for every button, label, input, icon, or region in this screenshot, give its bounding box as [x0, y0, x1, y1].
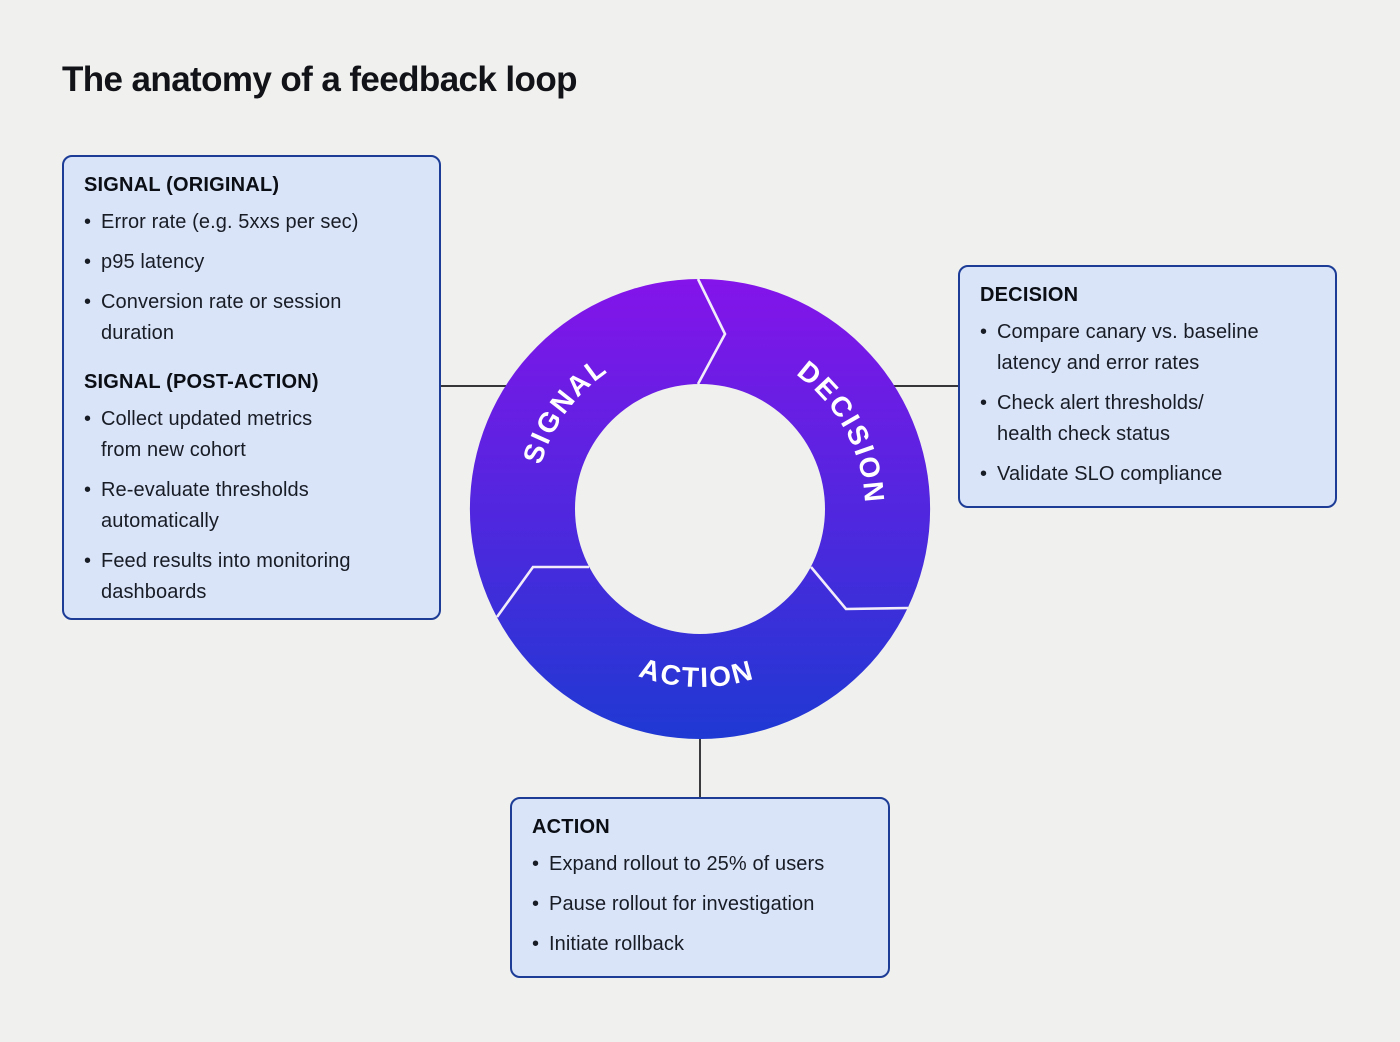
- signal-post-action-heading: SIGNAL (POST-ACTION): [84, 371, 319, 393]
- action-heading: ACTION: [532, 816, 610, 838]
- divider-chevron-decision-action: [810, 566, 909, 611]
- decision-list: Compare canary vs. baseline latency and …: [980, 317, 1317, 490]
- list-item: Expand rollout to 25% of users: [532, 849, 870, 880]
- signal-post-action-list: Collect updated metrics from new cohort …: [84, 404, 421, 608]
- list-item: Initiate rollback: [532, 929, 870, 960]
- list-item: Error rate (e.g. 5xxs per sec): [84, 207, 421, 238]
- feedback-ring: [469, 278, 931, 740]
- list-item: Re-evaluate thresholds automatically: [84, 475, 421, 537]
- action-list: Expand rollout to 25% of users Pause rol…: [532, 849, 870, 960]
- action-box: ACTION Expand rollout to 25% of users Pa…: [510, 797, 890, 978]
- divider-chevron-signal-decision: [696, 278, 727, 385]
- list-item: Validate SLO compliance: [980, 459, 1317, 490]
- decision-heading: DECISION: [980, 284, 1079, 306]
- decision-box: DECISION Compare canary vs. baseline lat…: [958, 265, 1337, 508]
- signal-original-heading: SIGNAL (ORIGINAL): [84, 174, 280, 196]
- list-item: Feed results into monitoring dashboards: [84, 546, 421, 608]
- list-item: Compare canary vs. baseline latency and …: [980, 317, 1317, 379]
- signal-box: SIGNAL (ORIGINAL) Error rate (e.g. 5xxs …: [62, 155, 441, 620]
- page-title: The anatomy of a feedback loop: [62, 60, 577, 99]
- list-item: p95 latency: [84, 247, 421, 278]
- list-item: Collect updated metrics from new cohort: [84, 404, 421, 466]
- divider-chevron-action-signal: [495, 565, 589, 618]
- list-item: Check alert thresholds/ health check sta…: [980, 388, 1317, 450]
- list-item: Pause rollout for investigation: [532, 889, 870, 920]
- signal-original-list: Error rate (e.g. 5xxs per sec) p95 laten…: [84, 207, 421, 349]
- list-item: Conversion rate or session duration: [84, 287, 421, 349]
